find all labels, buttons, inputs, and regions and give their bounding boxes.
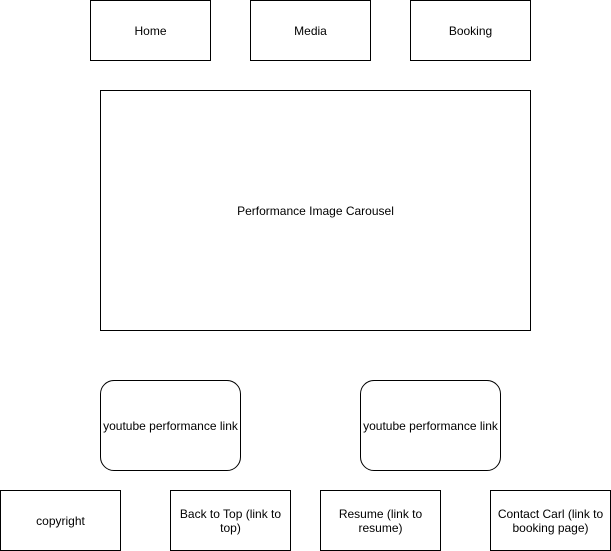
- footer-resume-box[interactable]: Resume (link to resume): [320, 490, 441, 551]
- footer-back-to-top-box[interactable]: Back to Top (link to top): [170, 490, 291, 551]
- youtube-link-label-1: youtube performance link: [103, 418, 238, 433]
- nav-media-box[interactable]: Media: [250, 0, 371, 61]
- footer-copyright-label: copyright: [36, 513, 85, 528]
- nav-media-label: Media: [294, 23, 327, 38]
- youtube-link-label-2: youtube performance link: [363, 418, 498, 433]
- youtube-link-box-1[interactable]: youtube performance link: [100, 380, 241, 471]
- nav-home-box[interactable]: Home: [90, 0, 211, 61]
- nav-home-label: Home: [134, 23, 167, 38]
- footer-contact-label: Contact Carl (link to booking page): [497, 506, 604, 535]
- youtube-link-box-2[interactable]: youtube performance link: [360, 380, 501, 471]
- nav-booking-label: Booking: [448, 23, 493, 38]
- footer-contact-box[interactable]: Contact Carl (link to booking page): [490, 490, 611, 551]
- footer-back-to-top-label: Back to Top (link to top): [179, 506, 282, 535]
- footer-copyright-box: copyright: [0, 490, 121, 551]
- nav-booking-box[interactable]: Booking: [410, 0, 531, 61]
- carousel-label: Performance Image Carousel: [237, 203, 394, 218]
- performance-image-carousel[interactable]: Performance Image Carousel: [100, 90, 531, 331]
- footer-resume-label: Resume (link to resume): [338, 506, 423, 535]
